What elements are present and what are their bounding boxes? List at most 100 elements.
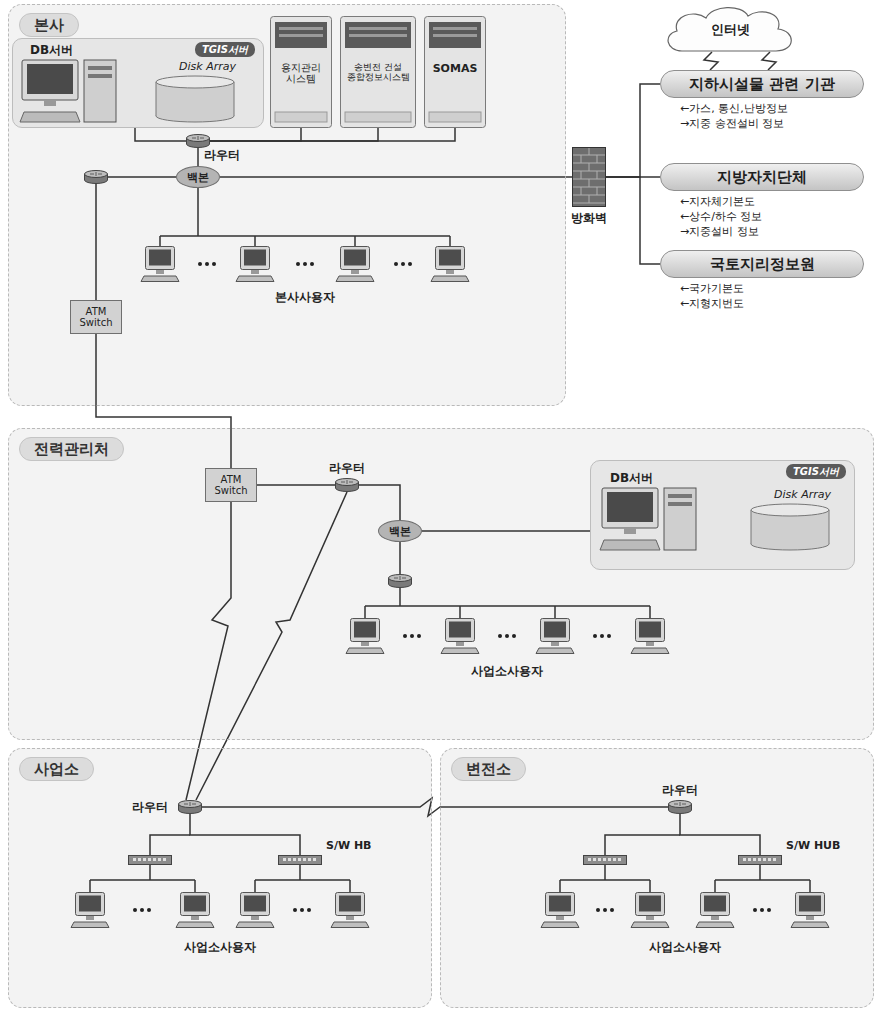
network-link <box>210 128 301 141</box>
tower-slot <box>433 27 477 30</box>
router: 라우터 <box>668 800 692 814</box>
cylinder-top <box>751 504 829 516</box>
annotation-label: ←지형지번도 <box>680 297 744 311</box>
network-link <box>135 128 186 141</box>
drive-slot <box>88 74 112 78</box>
annotation-wrap: ←지자체기본도 <box>680 195 755 209</box>
network-link <box>210 128 378 141</box>
monitor-screen <box>607 492 653 522</box>
annotation-label: →지중설비 정보 <box>680 225 759 239</box>
hub-label: S/W HUB <box>786 839 840 853</box>
backbone-switch: 백본 <box>378 520 422 542</box>
annotation-label: 사업소사용자 <box>184 940 256 954</box>
cloud-label: 인터넷 <box>711 17 750 39</box>
tower-slot <box>279 27 323 30</box>
group-label: TGIS서버 <box>195 42 255 57</box>
network-link <box>680 814 760 855</box>
network-link <box>196 492 347 800</box>
dot <box>401 262 405 266</box>
router-label: 라우터 <box>329 461 365 476</box>
disk-label: Disk Array <box>150 60 240 74</box>
band-label: 변전소 <box>451 757 526 781</box>
pc-icon <box>441 619 479 654</box>
agency-box: 지하시설물 관련 기관 <box>660 70 864 98</box>
router: 라우터 <box>335 478 359 492</box>
monitor-body <box>22 60 78 100</box>
pc-icon <box>696 893 734 928</box>
db-label: DB서버 <box>600 470 700 486</box>
dot <box>198 262 202 266</box>
tower-label: SOMAS <box>424 16 486 75</box>
tower-base <box>345 112 411 122</box>
tower-panel <box>429 22 481 48</box>
firewall: 방화벽 <box>572 147 606 207</box>
router: 라우터 <box>186 134 210 148</box>
annotation-wrap: →지중 송전설비 정보 <box>680 117 784 131</box>
tower-label: 용지관리 시스템 <box>270 16 332 85</box>
router-icon <box>668 800 692 814</box>
tower-body <box>271 17 332 128</box>
dot <box>133 908 137 912</box>
dot <box>296 262 300 266</box>
tower-slot <box>349 34 407 37</box>
disk-array: Disk Array <box>745 488 835 552</box>
monitor-body <box>602 488 658 528</box>
network-link <box>197 148 199 166</box>
dot <box>498 634 502 638</box>
region-band: 변전소라우터 S/W HUB <box>440 748 874 1008</box>
tower-slot <box>349 27 407 30</box>
band-fill <box>440 748 874 1008</box>
dot <box>610 908 614 912</box>
server-tower: 용지관리 시스템 <box>270 16 332 128</box>
pc-icon <box>236 893 274 928</box>
router-label: 라우터 <box>132 800 168 815</box>
firewall-icon <box>572 147 606 207</box>
ellipsis-dots <box>133 262 771 912</box>
annotation-wrap: 본사사용자 <box>275 290 335 304</box>
band-fill <box>8 4 566 406</box>
router-icon <box>85 171 108 184</box>
dot <box>600 634 604 638</box>
lan-wire <box>160 188 450 246</box>
network-link <box>202 798 668 816</box>
pc-icon <box>631 893 669 928</box>
agency-box: 국토지리정보원 <box>660 250 864 278</box>
annotation-wrap: 사업소사용자 <box>184 940 256 954</box>
dot <box>205 262 209 266</box>
dot <box>512 634 516 638</box>
tower-panel <box>345 22 411 48</box>
router-icon <box>187 135 210 148</box>
keyboard <box>600 540 660 550</box>
firewall-icon <box>573 148 606 207</box>
router-label: 라우터 <box>662 783 698 798</box>
hub-icon <box>278 855 322 865</box>
server-case <box>664 488 696 550</box>
hub-label: S/W HB <box>326 839 372 853</box>
dot <box>408 262 412 266</box>
router-icon <box>178 800 202 814</box>
hub-icon <box>584 856 627 865</box>
switch-hub: S/W HB <box>278 855 322 865</box>
annotation-wrap: ←국가기본도 <box>680 282 744 296</box>
annotation-label: ←상수/하수 정보 <box>680 210 762 224</box>
tower-body <box>341 17 416 128</box>
lan-wire <box>560 835 810 892</box>
pc-icon <box>331 893 369 928</box>
router-icon <box>179 801 202 814</box>
firewall-label: 방화벽 <box>571 211 607 226</box>
network-link <box>359 485 400 520</box>
internet-cloud: 인터넷 <box>660 4 800 52</box>
pc-icon <box>346 619 384 654</box>
pill-label: 지방자치단체 <box>717 168 807 187</box>
network-link <box>210 128 455 141</box>
network-link <box>704 52 718 70</box>
network-link <box>606 84 660 177</box>
annotation-label: 본사사용자 <box>275 290 335 304</box>
network-link <box>606 177 660 264</box>
network-link <box>762 52 776 70</box>
pc-icon <box>71 893 109 928</box>
tower-slot <box>279 34 323 37</box>
annotation-wrap: ←지형지번도 <box>680 297 744 311</box>
backbone-switch: 백본 <box>176 166 220 188</box>
band-label: 사업소 <box>19 757 94 781</box>
